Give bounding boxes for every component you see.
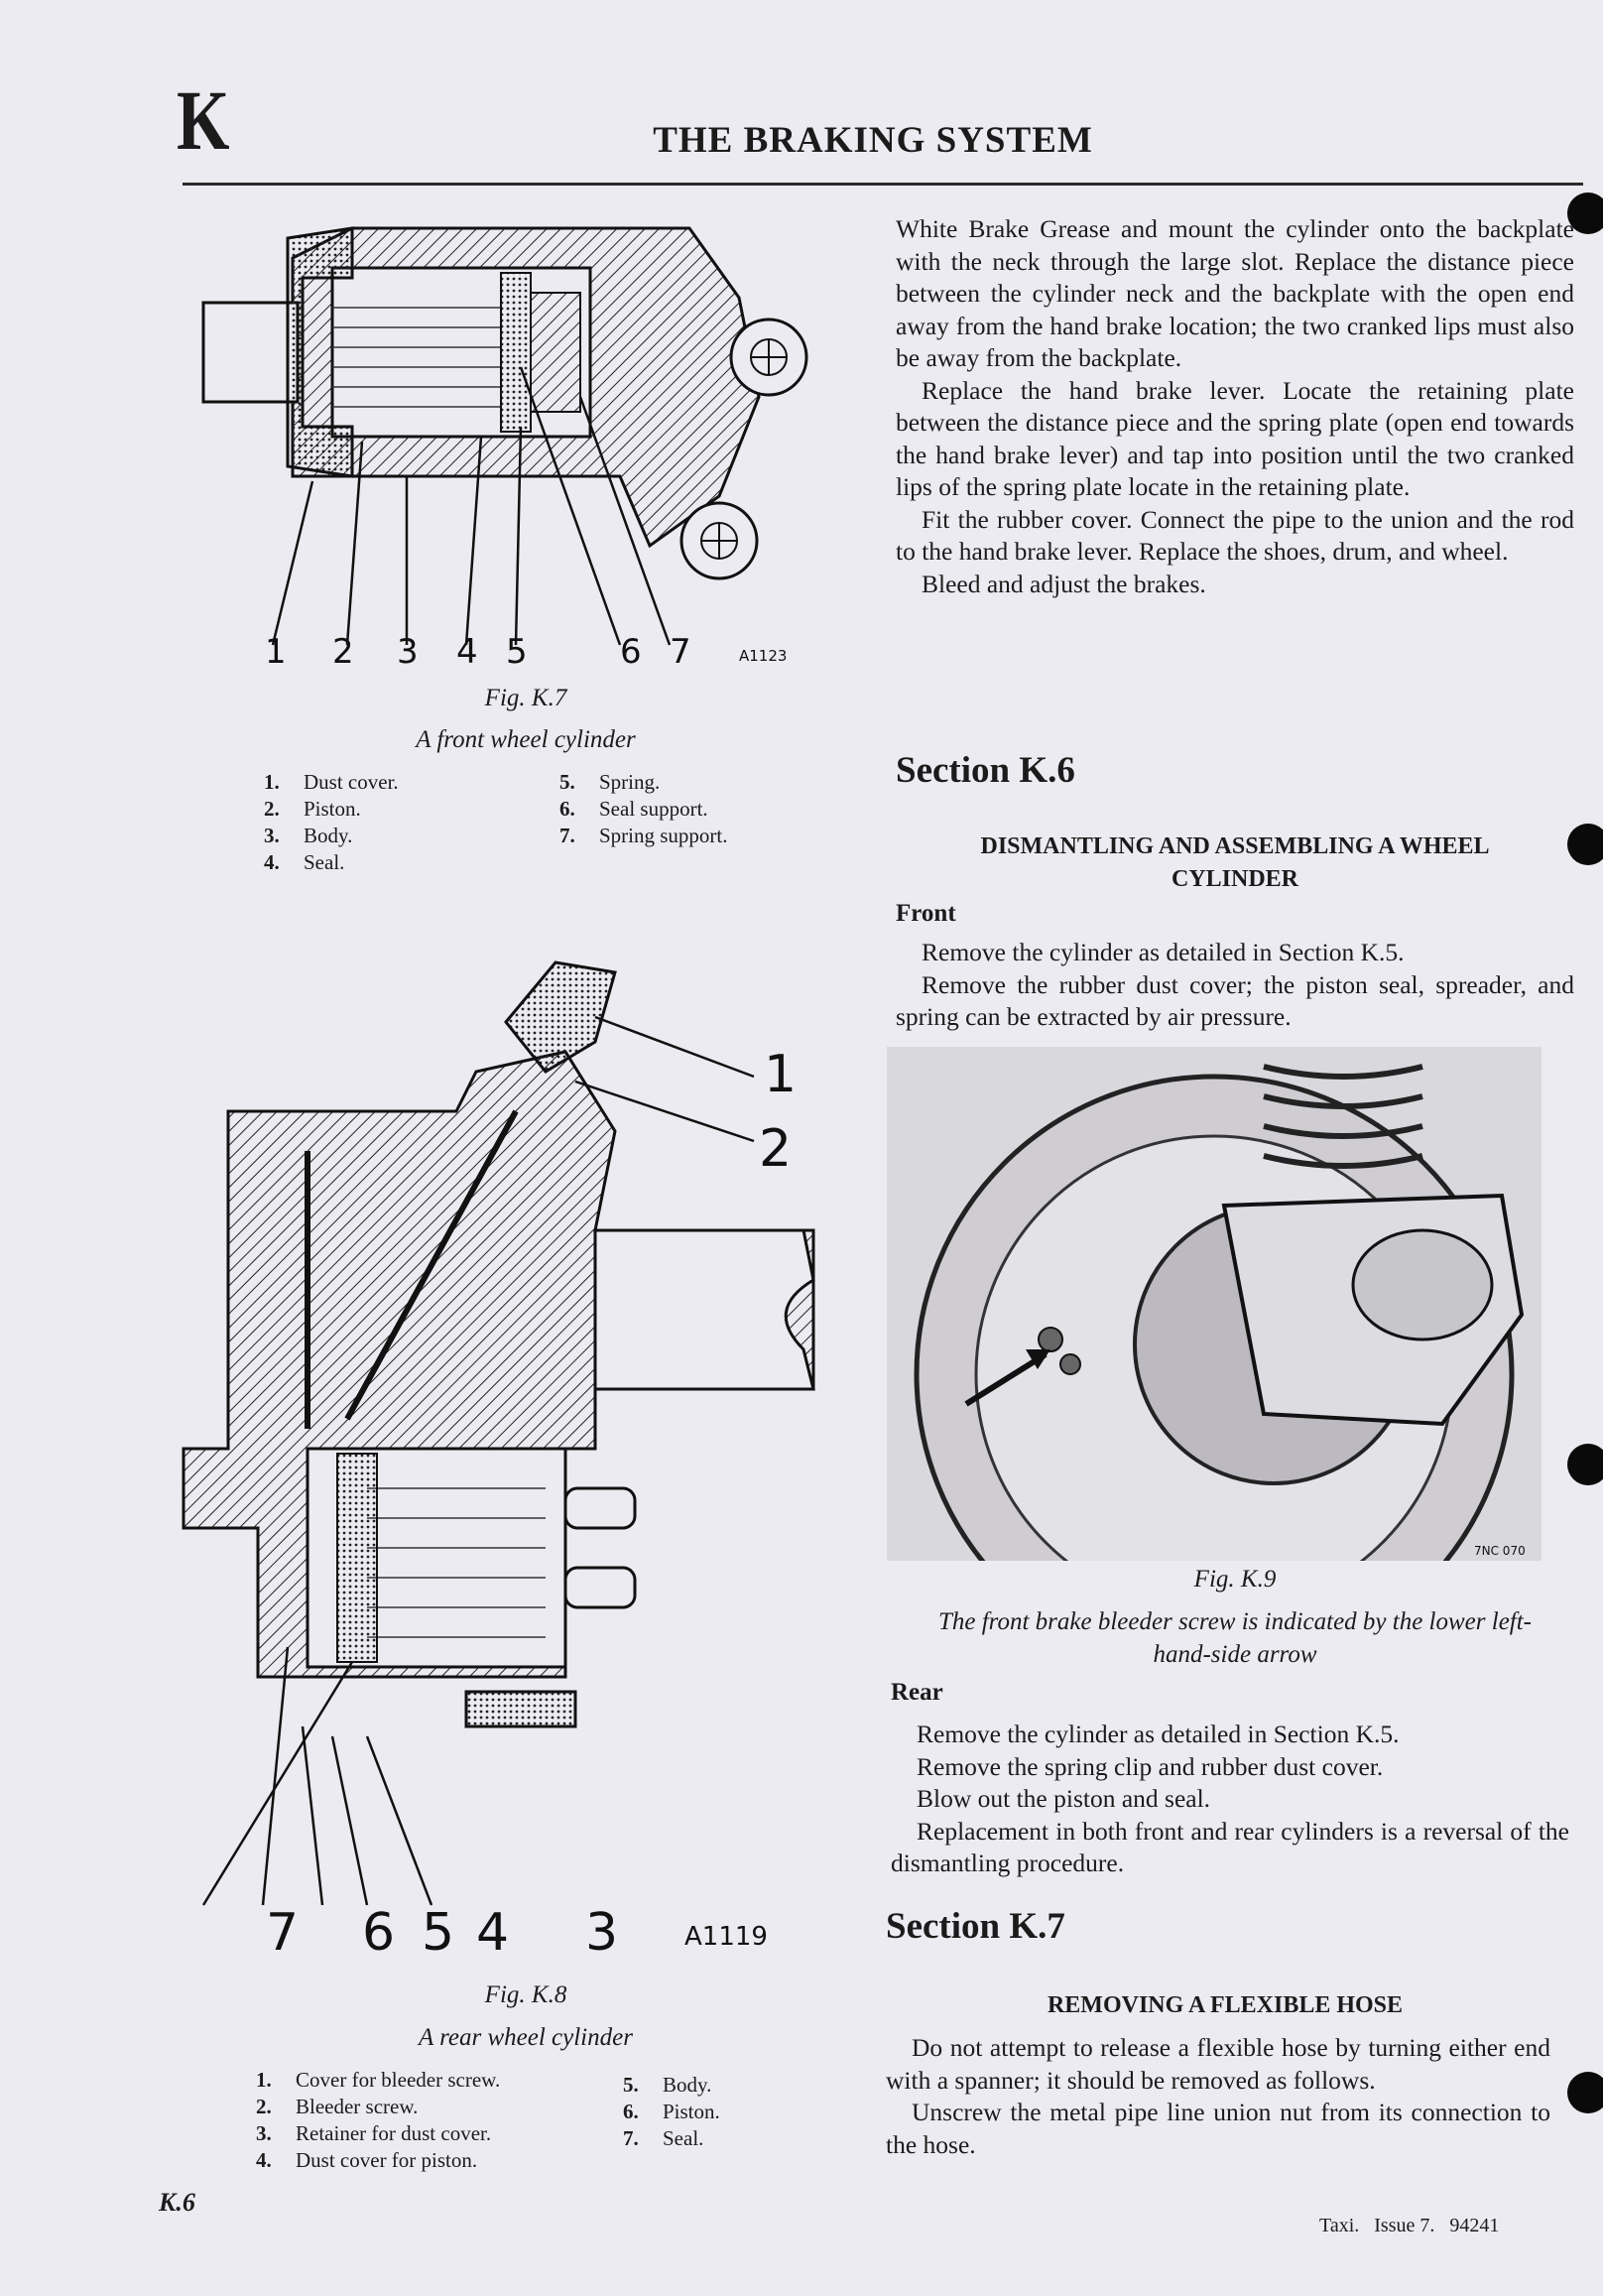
- paragraph: Remove the spring clip and rubber dust c…: [917, 1751, 1384, 1781]
- callout-2: 2: [332, 632, 354, 672]
- intro-text: White Brake Grease and mount the cylinde…: [896, 213, 1574, 600]
- front-wheel-cylinder-diagram: 1 2 3 4 5 6 7 A1123: [201, 226, 808, 672]
- punch-hole: [1567, 2072, 1603, 2113]
- section-heading: REMOVING A FLEXIBLE HOSE: [1047, 1992, 1404, 2018]
- legend-item: Piston.: [663, 2100, 720, 2123]
- paragraph: Replace the hand brake lever. Locate the…: [896, 375, 1574, 502]
- legend-num: 3.: [264, 824, 280, 847]
- legend-num: 2.: [256, 2095, 272, 2118]
- figure-legend: 5. Body. 6. Piston. 7. Seal.: [623, 2072, 720, 2152]
- legend-item: Spring.: [599, 770, 661, 794]
- legend-num: 7.: [623, 2126, 639, 2150]
- chapter-letter: K: [177, 72, 230, 168]
- legend-item: Body.: [663, 2073, 712, 2097]
- paragraph: Bleed and adjust the brakes.: [922, 569, 1206, 598]
- subsection-label: Front: [896, 900, 956, 927]
- subsection-label: Rear: [891, 1679, 943, 1706]
- figure-ref: A1119: [684, 1922, 768, 1952]
- figure-legend: 1. Dust cover. 2. Piston. 3. Body. 4. Seal.: [264, 769, 399, 876]
- paragraph: Replacement in both front and rear cylin…: [891, 1816, 1569, 1878]
- figure-label: Fig. K.7: [484, 685, 567, 711]
- paragraph: Remove the cylinder as detailed in Secti…: [917, 1720, 1400, 1748]
- legend-num: 7.: [559, 824, 575, 847]
- paragraph: Unscrew the metal pipe line union nut fr…: [886, 2098, 1550, 2159]
- figure-label: Fig. K.9: [1193, 1566, 1277, 1593]
- paragraph: Remove the rubber dust cover; the piston…: [896, 969, 1574, 1032]
- callout-6: 6: [362, 1903, 395, 1963]
- section-heading: DISMANTLING AND ASSEMBLING A WHEEL CYLIN…: [980, 833, 1490, 892]
- callout-7: 7: [266, 1903, 299, 1963]
- callout-6: 6: [620, 632, 642, 672]
- legend-num: 6.: [559, 797, 575, 821]
- legend-item: Retainer for dust cover.: [296, 2121, 492, 2145]
- callout-1: 1: [764, 1045, 797, 1104]
- figure-legend: 1. Cover for bleeder screw. 2. Bleeder scr…: [256, 2067, 500, 2174]
- callout-5: 5: [506, 632, 528, 672]
- callout-3: 3: [585, 1903, 618, 1963]
- legend-num: 2.: [264, 797, 280, 821]
- front-text: Remove the cylinder as detailed in Secti…: [896, 937, 1574, 1034]
- legend-item: Cover for bleeder screw.: [296, 2068, 501, 2092]
- legend-num: 6.: [623, 2100, 639, 2123]
- legend-num: 4.: [256, 2148, 272, 2172]
- legend-num: 1.: [256, 2068, 272, 2092]
- section-title: Section K.6: [896, 750, 1075, 791]
- legend-item: Piston.: [304, 797, 361, 821]
- header-rule: [183, 183, 1583, 186]
- page-title: THE BRAKING SYSTEM: [653, 120, 1093, 161]
- legend-item: Body.: [304, 824, 353, 847]
- hose-text: Do not attempt to release a flexible hos…: [886, 2032, 1550, 2161]
- figure-label: Fig. K.8: [484, 1981, 567, 2008]
- figure-caption: A front wheel cylinder: [416, 726, 636, 753]
- callout-2: 2: [759, 1119, 792, 1179]
- paragraph: Do not attempt to release a flexible hos…: [886, 2033, 1550, 2095]
- legend-item: Seal.: [304, 850, 345, 874]
- issue-info: Taxi. Issue 7. 94241: [1319, 2215, 1500, 2236]
- rear-wheel-cylinder-diagram: 1 2 7 6 5 4 3 A1119: [182, 960, 815, 1963]
- paragraph: Fit the rubber cover. Connect the pipe t…: [896, 504, 1574, 567]
- paragraph: White Brake Grease and mount the cylinde…: [896, 214, 1574, 372]
- callout-5: 5: [422, 1903, 454, 1963]
- paragraph: Blow out the piston and seal.: [917, 1784, 1211, 1813]
- punch-hole: [1567, 192, 1603, 234]
- rear-text: Remove the cylinder as detailed in Secti…: [891, 1719, 1569, 1880]
- legend-item: Seal support.: [599, 797, 708, 821]
- legend-num: 1.: [264, 770, 280, 794]
- punch-hole: [1567, 1444, 1603, 1485]
- figure-caption: The front brake bleeder screw is indicat…: [937, 1608, 1533, 1668]
- legend-item: Bleeder screw.: [296, 2095, 419, 2118]
- legend-num: 5.: [559, 770, 575, 794]
- section-title: Section K.7: [886, 1906, 1065, 1947]
- callout-4: 4: [476, 1903, 509, 1963]
- legend-item: Dust cover.: [304, 770, 399, 794]
- legend-num: 4.: [264, 850, 280, 874]
- legend-num: 3.: [256, 2121, 272, 2145]
- callout-1: 1: [265, 632, 287, 672]
- page-number: K.6: [159, 2188, 195, 2217]
- figure-ref: A1123: [739, 647, 787, 665]
- front-brake-photo: 7NC 070: [887, 1047, 1541, 1561]
- callout-4: 4: [456, 632, 478, 672]
- figure-caption: A rear wheel cylinder: [419, 2024, 633, 2051]
- legend-item: Dust cover for piston.: [296, 2148, 478, 2172]
- figure-legend: 5. Spring. 6. Seal support. 7. Spring suppo…: [559, 769, 728, 849]
- legend-num: 5.: [623, 2073, 639, 2097]
- legend-item: Seal.: [663, 2126, 704, 2150]
- callout-7: 7: [670, 632, 691, 672]
- punch-hole: [1567, 824, 1603, 865]
- photo-ref: 7NC 070: [1474, 1544, 1526, 1558]
- paragraph: Remove the cylinder as detailed in Secti…: [922, 938, 1405, 966]
- callout-3: 3: [397, 632, 419, 672]
- legend-item: Spring support.: [599, 824, 728, 847]
